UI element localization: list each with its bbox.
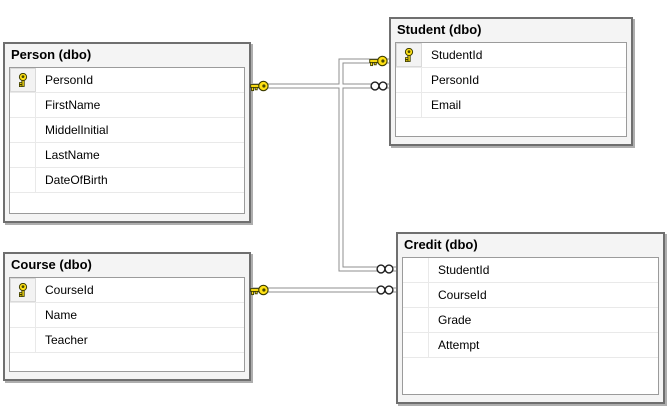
column-icon-cell	[396, 93, 422, 117]
table-person[interactable]: Person (dbo) PersonId FirstName MiddelIn…	[3, 42, 251, 223]
table-title[interactable]: Student (dbo)	[397, 22, 482, 37]
table-title[interactable]: Credit (dbo)	[404, 237, 478, 252]
key-icon	[369, 55, 388, 67]
column-row[interactable]: CourseId	[10, 278, 244, 303]
table-column-grid: PersonId FirstName MiddelInitial LastNam…	[9, 67, 245, 214]
column-row[interactable]: DateOfBirth	[10, 168, 244, 193]
key-icon	[250, 284, 269, 296]
column-icon-cell	[10, 143, 36, 167]
column-icon-cell	[403, 283, 429, 307]
column-icon-cell	[396, 43, 422, 67]
primary-key-icon	[18, 73, 28, 87]
column-name: Email	[431, 98, 462, 112]
infinity-icon	[370, 81, 388, 91]
infinity-icon	[376, 285, 394, 295]
column-icon-cell	[10, 328, 36, 352]
column-icon-cell	[10, 168, 36, 192]
column-name: Name	[45, 308, 78, 322]
column-name: Grade	[438, 313, 472, 327]
column-row[interactable]: Email	[396, 93, 626, 118]
column-name: MiddelInitial	[45, 123, 109, 137]
column-row[interactable]: PersonId	[10, 68, 244, 93]
column-row[interactable]: StudentId	[396, 43, 626, 68]
column-row[interactable]: LastName	[10, 143, 244, 168]
table-column-grid: StudentId PersonId Email	[395, 42, 627, 137]
column-name: StudentId	[438, 263, 490, 277]
table-credit[interactable]: Credit (dbo) StudentId CourseId Grade At…	[396, 232, 665, 404]
key-icon	[250, 80, 269, 92]
table-title[interactable]: Person (dbo)	[11, 47, 92, 62]
column-row[interactable]: PersonId	[396, 68, 626, 93]
column-row[interactable]: FirstName	[10, 93, 244, 118]
primary-key-icon	[404, 48, 414, 62]
column-name: CourseId	[45, 283, 94, 297]
column-name: StudentId	[431, 48, 483, 62]
column-row[interactable]: MiddelInitial	[10, 118, 244, 143]
column-name: Attempt	[438, 338, 480, 352]
column-name: PersonId	[431, 73, 480, 87]
column-icon-cell	[10, 303, 36, 327]
column-icon-cell	[403, 308, 429, 332]
column-row[interactable]: Grade	[403, 308, 658, 333]
column-name: FirstName	[45, 98, 101, 112]
column-icon-cell	[396, 68, 422, 92]
table-title[interactable]: Course (dbo)	[11, 257, 92, 272]
column-icon-cell	[10, 93, 36, 117]
table-course[interactable]: Course (dbo) CourseId Name Teacher	[3, 252, 251, 381]
table-column-grid: StudentId CourseId Grade Attempt	[402, 257, 659, 395]
column-icon-cell	[10, 68, 36, 92]
infinity-icon	[376, 264, 394, 274]
column-icon-cell	[10, 118, 36, 142]
table-student[interactable]: Student (dbo) StudentId PersonId Email	[389, 17, 633, 146]
column-name: CourseId	[438, 288, 487, 302]
column-row[interactable]: CourseId	[403, 283, 658, 308]
table-column-grid: CourseId Name Teacher	[9, 277, 245, 372]
column-row[interactable]: Attempt	[403, 333, 658, 358]
column-name: PersonId	[45, 73, 94, 87]
column-icon-cell	[10, 278, 36, 302]
column-icon-cell	[403, 258, 429, 282]
primary-key-icon	[18, 283, 28, 297]
column-row[interactable]: StudentId	[403, 258, 658, 283]
column-icon-cell	[403, 333, 429, 357]
column-name: Teacher	[45, 333, 88, 347]
column-row[interactable]: Teacher	[10, 328, 244, 353]
column-name: LastName	[45, 148, 100, 162]
column-row[interactable]: Name	[10, 303, 244, 328]
column-name: DateOfBirth	[45, 173, 108, 187]
